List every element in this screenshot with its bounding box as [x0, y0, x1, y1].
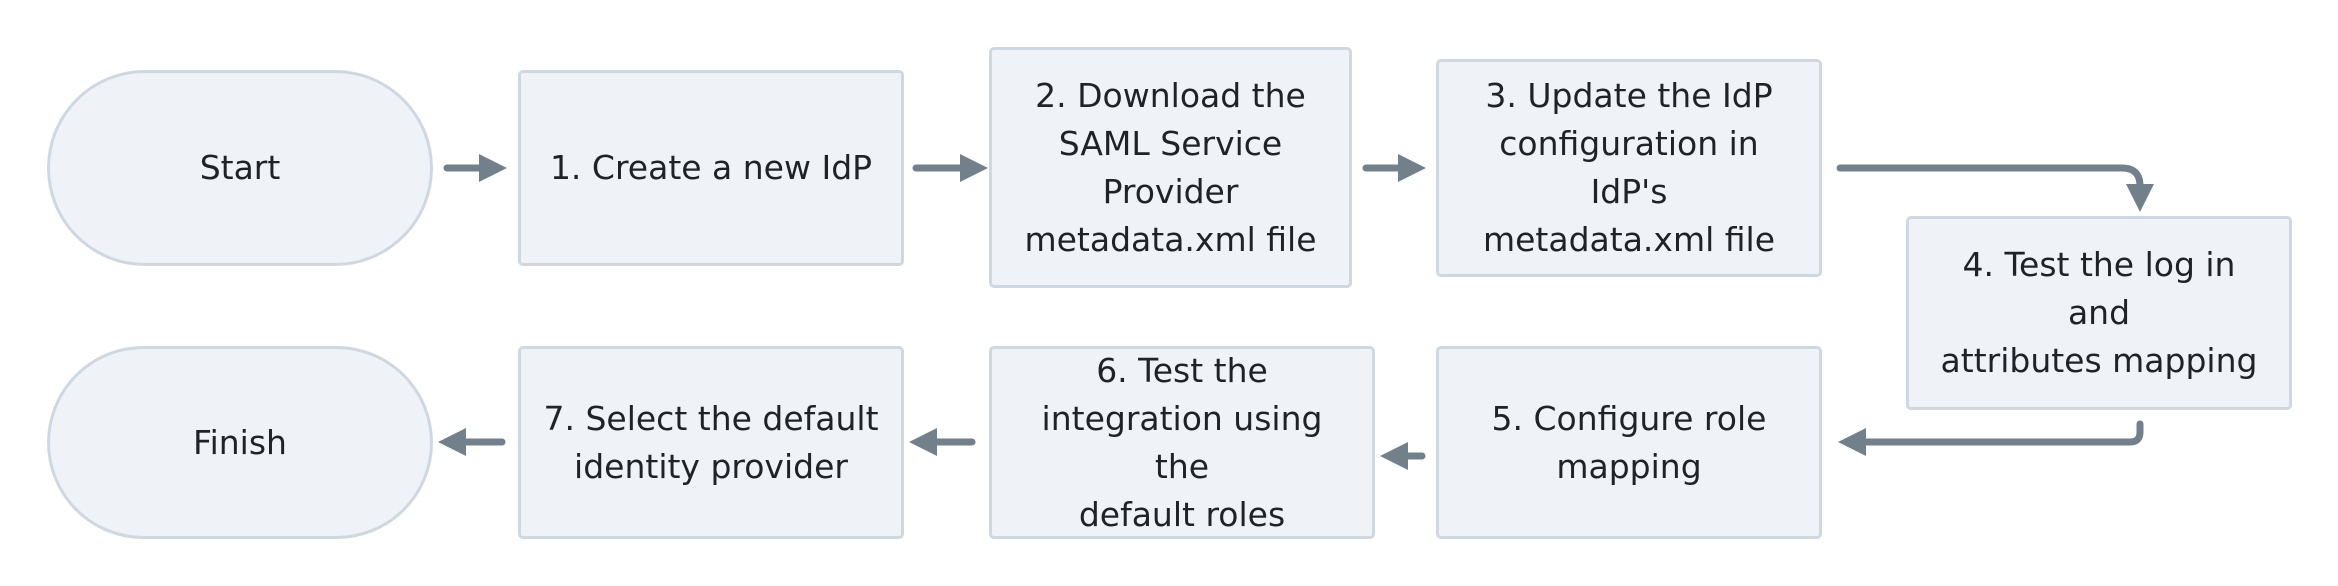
step-1-label: 1. Create a new IdP: [549, 148, 873, 187]
step-5-node: 5. Configure role mapping: [1436, 346, 1822, 539]
step-6-node: 6. Test the integration using the defaul…: [989, 346, 1375, 539]
arrow-step4-to-step5: [1838, 420, 2144, 456]
arrow-step3-to-step4: [1836, 164, 2154, 212]
step-7-label: 7. Select the default identity provider: [543, 398, 879, 486]
step-2-node: 2. Download the SAML Service Provider me…: [989, 47, 1352, 288]
finish-label: Finish: [193, 422, 287, 462]
start-label: Start: [199, 148, 281, 187]
step-7-node: 7. Select the default identity provider: [518, 346, 904, 539]
step-1-node: 1. Create a new IdP: [518, 70, 904, 266]
step-3-node: 3. Update the IdP configuration in IdP's…: [1436, 59, 1822, 277]
step-5-label: 5. Configure role mapping: [1491, 398, 1767, 486]
start-node: Start: [47, 70, 433, 266]
step-2-label: 2. Download the SAML Service Provider me…: [1024, 75, 1317, 259]
step-4-node: 4. Test the log in and attributes mappin…: [1906, 216, 2292, 410]
step-6-label: 6. Test the integration using the defaul…: [1041, 350, 1323, 534]
step-3-label: 3. Update the IdP configuration in IdP's…: [1482, 76, 1776, 259]
step-4-label: 4. Test the log in and attributes mappin…: [1940, 245, 2258, 380]
finish-node: Finish: [47, 346, 433, 539]
